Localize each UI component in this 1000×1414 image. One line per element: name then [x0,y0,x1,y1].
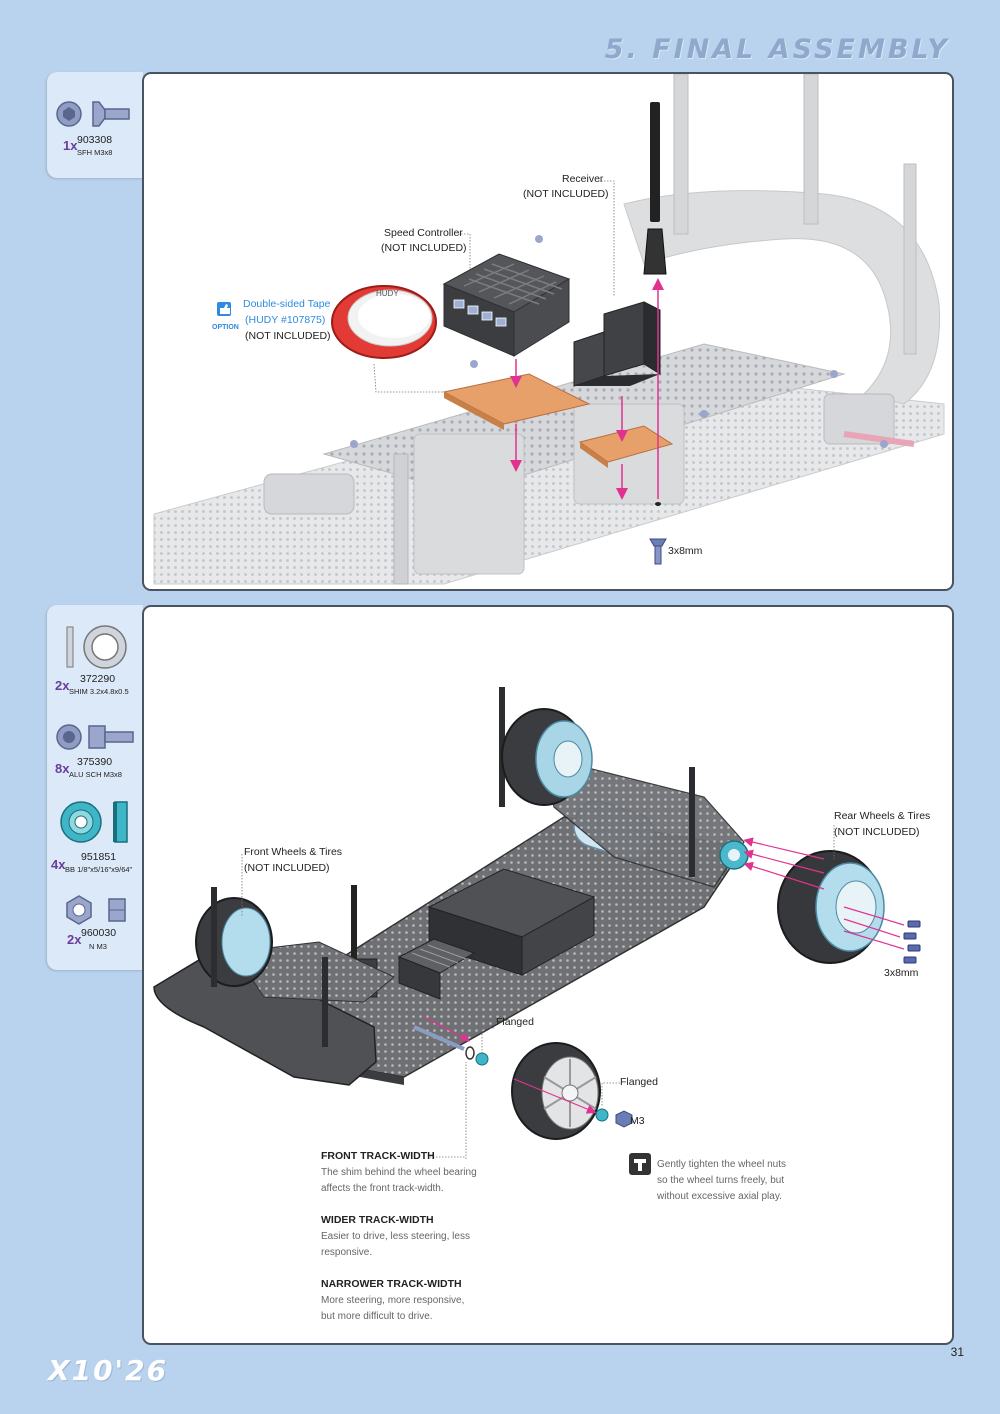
option-badge-label: OPTION [212,324,239,331]
label-front-wheels-note: (NOT INCLUDED) [244,862,330,874]
socket-head-screw-icon [56,724,134,750]
label-receiver: Receiver [562,173,604,185]
part-description: SFH M3x8 [77,148,113,157]
narrower-track-title: NARROWER TRACK-WIDTH [321,1278,462,1290]
ball-bearing-icon [60,801,128,843]
wider-track-text: Easier to drive, less steering, less res… [321,1231,470,1258]
part-description: ALU SCH M3x8 [69,770,122,779]
part-number: 903308 [77,134,113,146]
svg-text:HUDY: HUDY [376,289,399,298]
part-number: 372290 [80,673,116,685]
part-description: BB 1/8"x5/16"x9/64" [65,865,133,874]
shim-icon [66,625,127,669]
narrower-track-text: More steering, more responsive, but more… [321,1295,465,1322]
part-description: SHIM 3.2x4.8x0.5 [69,687,129,696]
section-title: 5. FINAL ASSEMBLY [604,34,950,65]
front-track-text: The shim behind the wheel bearing affect… [321,1167,477,1194]
label-tape-note: (NOT INCLUDED) [245,330,331,342]
part-qty: 2x [67,932,82,947]
label-flanged-1: Flanged [496,1016,534,1028]
parts-tab-step1: 1x 903308 SFH M3x8 [47,72,143,178]
label-screw-size: 3x8mm [668,545,703,557]
page-number: 31 [950,1345,964,1359]
part-number: 960030 [81,927,117,939]
chassis-electronics-diagram: HUDY [153,74,945,585]
label-tape-ref: (HUDY #107875) [245,314,326,326]
label-rear-wheels: Rear Wheels & Tires [834,810,931,822]
parts-tab-step2: 2x 372290 SHIM 3.2x4.8x0.5 8x 375390 ALU… [47,605,143,970]
flat-head-screw-icon [56,101,130,127]
part-number: 951851 [81,851,117,863]
wider-track-title: WIDER TRACK-WIDTH [321,1214,434,1226]
label-tape: Double-sided Tape [243,298,331,310]
label-screw-size: 3x8mm [884,967,919,979]
label-rear-wheels-note: (NOT INCLUDED) [834,826,920,838]
part-qty: 4x [51,857,66,872]
label-receiver-note: (NOT INCLUDED) [523,188,609,200]
label-m3: M3 [630,1115,645,1127]
part-qty: 1x [63,138,78,153]
assembly-panel-step1: HUDY Receiver (NOT INCLUDED) Speed Contr… [142,72,954,591]
part-qty: 8x [55,761,70,776]
label-speed-controller-note: (NOT INCLUDED) [381,242,467,254]
label-speed-controller: Speed Controller [384,227,463,239]
part-number: 375390 [77,756,113,768]
wheel-installation-diagram [153,687,921,1175]
tip-text: Gently tighten the wheel nuts so the whe… [657,1159,786,1202]
label-front-wheels: Front Wheels & Tires [244,846,343,858]
label-flanged-2: Flanged [620,1076,658,1088]
part-qty: 2x [55,678,70,693]
assembly-panel-step2: Front Wheels & Tires (NOT INCLUDED) Rear… [142,605,954,1345]
part-description: N M3 [89,942,107,951]
front-track-title: FRONT TRACK-WIDTH [321,1150,435,1162]
product-logo: X10'26 [48,1354,169,1387]
nut-icon [66,895,126,925]
